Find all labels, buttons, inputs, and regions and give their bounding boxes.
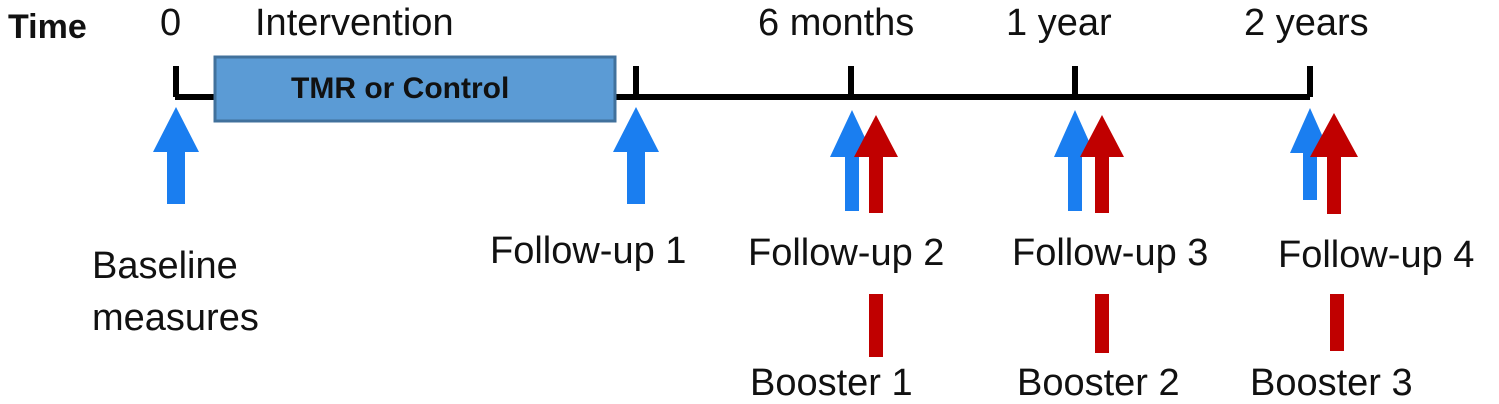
follow-up-2-label: Follow-up 2 <box>748 232 945 274</box>
follow-up-1-label: Follow-up 1 <box>490 230 687 272</box>
red-arrow-booster-1 <box>854 115 898 213</box>
intervention-box-label: TMR or Control <box>291 72 510 105</box>
tick-label-6-months: 6 months <box>758 2 915 44</box>
blue-arrow-follow-up-1 <box>613 107 659 204</box>
tick-label-1-year: 1 year <box>1006 2 1112 44</box>
blue-arrow-follow-up-3 <box>1054 110 1096 211</box>
red-arrow-booster-3 <box>1310 113 1358 214</box>
booster-bar-1 <box>869 294 883 357</box>
booster-bar-3 <box>1330 294 1344 351</box>
follow-up-3-label: Follow-up 3 <box>1012 232 1209 274</box>
blue-arrow-follow-up-4 <box>1290 108 1330 200</box>
booster-2-label: Booster 2 <box>1017 362 1180 404</box>
blue-arrow-follow-up-2 <box>830 110 874 211</box>
tick-label-2-years: 2 years <box>1244 2 1369 44</box>
booster-1-label: Booster 1 <box>750 362 913 404</box>
tick-label-0: 0 <box>160 2 182 44</box>
blue-arrow-baseline <box>153 107 199 204</box>
intervention-box <box>213 55 617 123</box>
booster-3-label: Booster 3 <box>1250 362 1413 404</box>
baseline-label-line2: measures <box>92 297 259 339</box>
red-arrow-booster-2 <box>1080 115 1124 213</box>
time-label: Time <box>8 8 87 46</box>
booster-bar-2 <box>1095 294 1109 353</box>
tick-label-intervention: Intervention <box>255 2 454 44</box>
baseline-label-line1: Baseline <box>92 245 238 287</box>
follow-up-4-label: Follow-up 4 <box>1278 234 1475 276</box>
